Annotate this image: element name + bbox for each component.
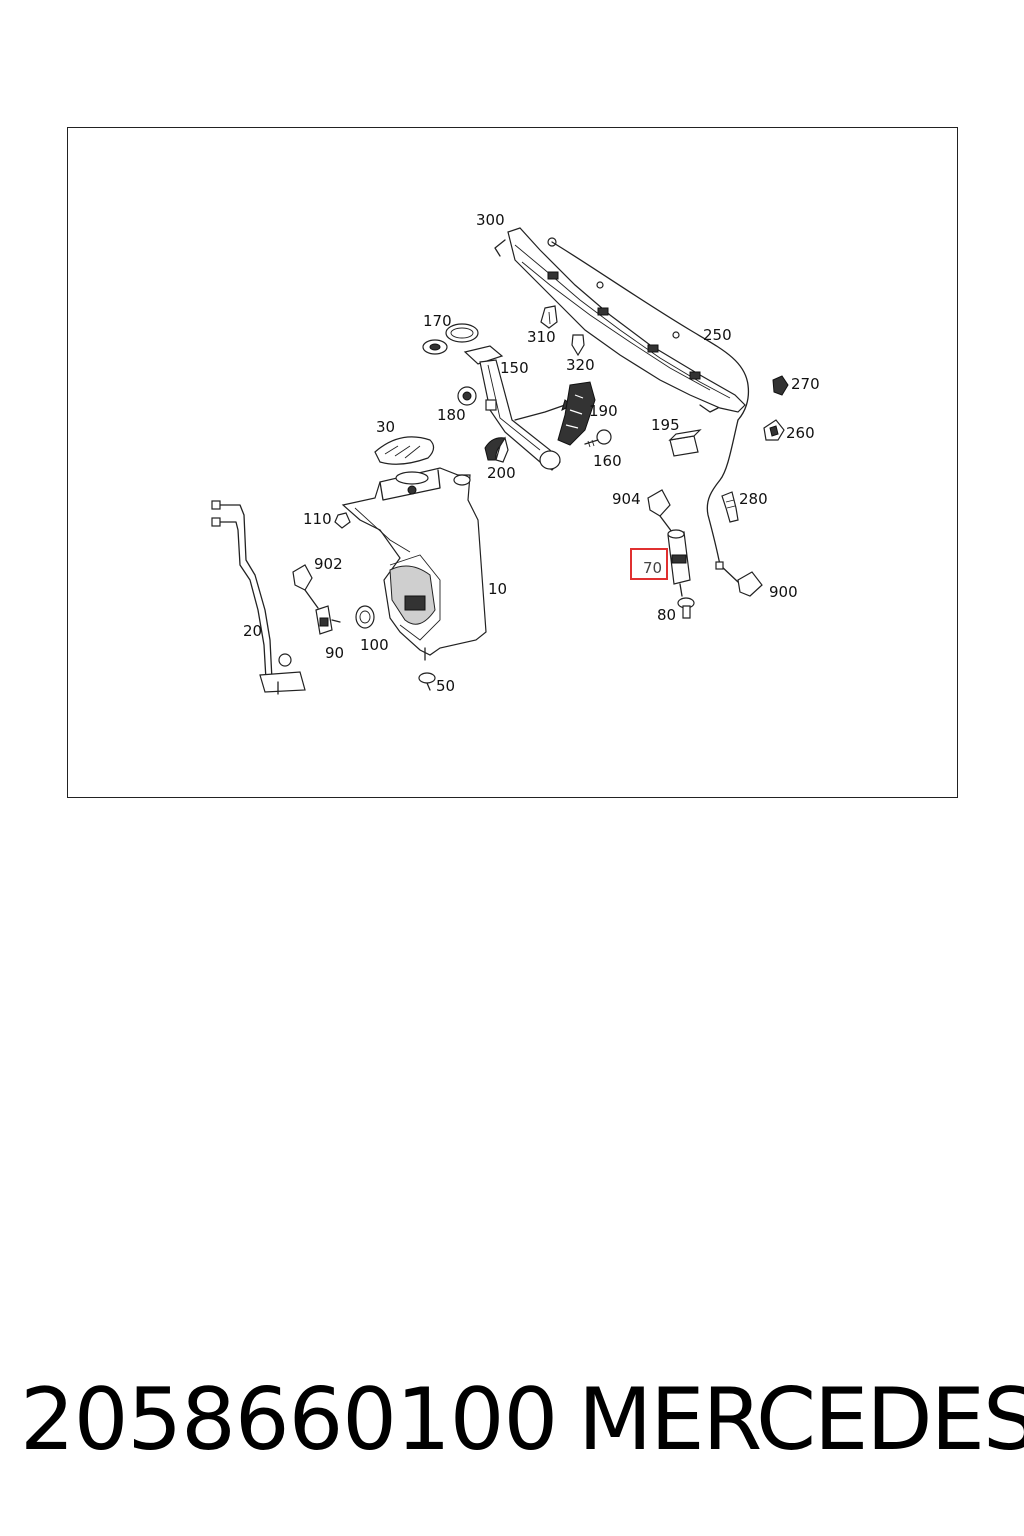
tank-10-part [341, 467, 487, 661]
label-300: 300 [476, 211, 505, 229]
label-180: 180 [437, 406, 466, 424]
hose-20-part [211, 500, 306, 695]
clip-270-part [772, 375, 789, 396]
label-280: 280 [739, 490, 768, 508]
seal-ring-part [422, 323, 479, 355]
label-150: 150 [500, 359, 529, 377]
label-110: 110 [303, 510, 332, 528]
hose-250-part [551, 241, 750, 566]
label-170: 170 [423, 312, 452, 330]
label-195: 195 [651, 416, 680, 434]
label-250: 250 [703, 326, 732, 344]
strainer-30-part [374, 436, 435, 465]
label-80: 80 [657, 606, 676, 624]
label-902: 902 [314, 555, 343, 573]
brand-name: MERCEDES [578, 1370, 1024, 1470]
part-number: 2058660100 [20, 1370, 558, 1470]
cowl-frame-part [494, 227, 746, 413]
footer: 2058660100 MERCEDES [0, 1365, 1024, 1475]
highlight-box-70 [630, 548, 668, 580]
label-310: 310 [527, 328, 556, 346]
label-90: 90 [325, 644, 344, 662]
pad-195-part [668, 429, 702, 457]
clip-110-part [334, 512, 351, 529]
bracket-190-part [557, 381, 596, 446]
washer-pump-part [667, 529, 691, 597]
label-904: 904 [612, 490, 641, 508]
label-70: 70 [643, 559, 662, 577]
label-50: 50 [436, 677, 455, 695]
filler-neck-part [463, 345, 573, 471]
label-160: 160 [593, 452, 622, 470]
diagram-frame [67, 127, 958, 798]
clip-320-part [571, 334, 585, 357]
label-30: 30 [376, 418, 395, 436]
plug-50-part [418, 672, 436, 691]
connector-902-part [292, 564, 319, 609]
label-270: 270 [791, 375, 820, 393]
bracket-200-part [484, 436, 509, 463]
label-190: 190 [589, 402, 618, 420]
label-260: 260 [786, 424, 815, 442]
screw-160-part [584, 429, 612, 448]
label-20: 20 [243, 622, 262, 640]
connector-280-part [721, 491, 739, 523]
nut-180-part [457, 386, 497, 411]
label-900: 900 [769, 583, 798, 601]
valve-80-part [677, 597, 695, 619]
connector-904-part [647, 489, 673, 533]
label-200: 200 [487, 464, 516, 482]
label-100: 100 [360, 636, 389, 654]
connector-900-part [715, 561, 763, 597]
grommet-100-part [355, 605, 375, 629]
label-10: 10 [488, 580, 507, 598]
bracket-260-part [763, 419, 785, 441]
label-320: 320 [566, 356, 595, 374]
clip-310-part [540, 305, 558, 329]
sensor-90-part [315, 605, 341, 635]
